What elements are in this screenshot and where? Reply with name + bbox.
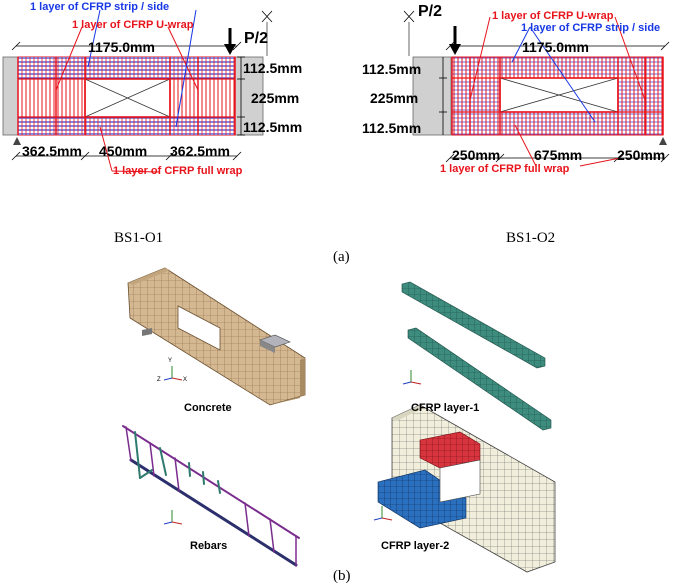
axis-triad-concrete [163,366,183,381]
dim-bot-right: 112.5mm [362,120,422,136]
total-length-right: 1175.0mm [522,39,589,55]
seg-right-left: 362.5mm [170,143,230,159]
strip-label-right: 1 layer of CFRP strip / side [521,22,661,34]
axis-triad-rebars [163,510,183,525]
uwrap-label-left: 1 layer of CFRP U-wrap [72,19,194,31]
seg-left-left: 362.5mm [22,143,82,159]
dim-mid-right: 225mm [370,90,419,106]
load-label-right: P/2 [418,3,443,20]
seg-right-right: 250mm [617,147,666,163]
cfrp1-caption: CFRP layer-1 [411,402,480,414]
axis-x-label: X [183,377,188,383]
full-wrap-label-left: 1 layer of CFRP full wrap [113,165,243,177]
cfrp2-caption: CFRP layer-2 [381,540,450,552]
dim-bot-left: 112.5mm [243,119,303,135]
dim-top-left: 112.5mm [243,60,303,76]
rebar-model [122,425,300,567]
beam-name-right: BS1-O2 [506,230,556,246]
axis-z-label: Z [157,377,161,383]
load-label-left: P/2 [244,30,269,47]
cfrp-layer2-model [377,404,556,573]
seg-mid-left: 450mm [99,143,148,159]
rebars-caption: Rebars [190,540,228,552]
total-length-left: 1175.0mm [88,39,155,55]
dim-mid-left: 225mm [251,90,300,106]
seg-mid-right: 675mm [534,147,583,163]
beam-name-left: BS1-O1 [114,230,164,246]
full-wrap-label-right: 1 layer of CFRP full wrap [440,163,570,175]
concrete-model [127,267,306,406]
axis-triad-cfrp2 [373,506,393,521]
cfrp-layer1-model [401,281,552,431]
strip-label-left: 1 layer of CFRP strip / side [30,1,170,13]
uwrap-label-right: 1 layer of CFRP U-wrap [492,10,614,22]
panel-label-a: (a) [333,249,350,265]
axis-triad-cfrp1 [402,370,422,385]
concrete-caption: Concrete [184,402,232,414]
seg-left-right: 250mm [452,147,501,163]
axis-y-label: Y [168,358,173,364]
dim-top-right: 112.5mm [362,61,422,77]
panel-label-b: (b) [333,568,351,584]
